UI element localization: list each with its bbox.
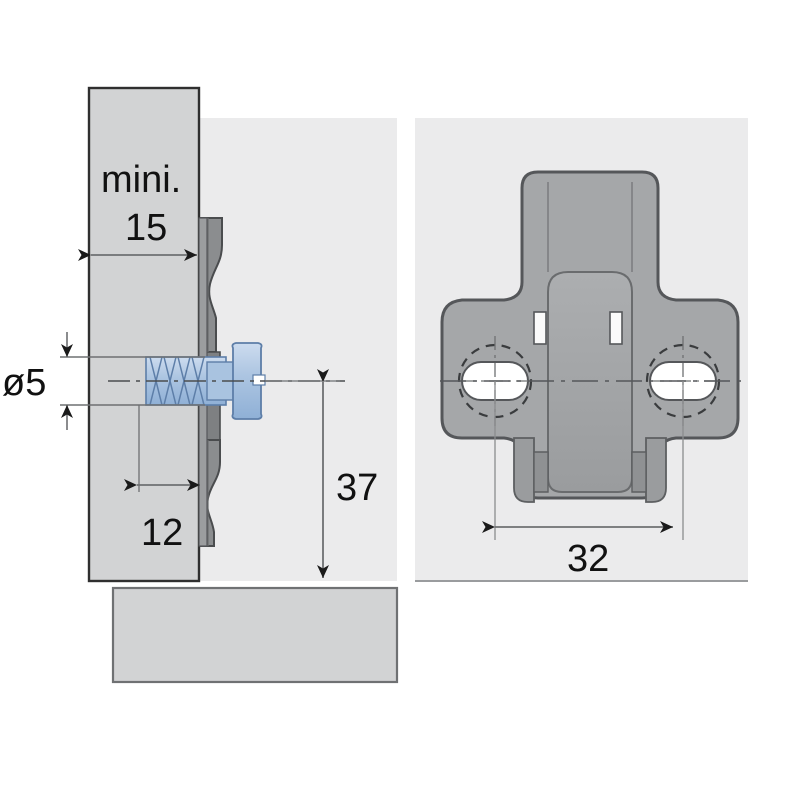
dimension-label-37: 37 — [336, 467, 378, 509]
screw-head — [231, 342, 263, 420]
dimension-label-12: 12 — [141, 512, 183, 554]
plate-window-right — [609, 311, 623, 345]
plate-center-body — [547, 271, 633, 493]
plate-leg-left — [513, 437, 535, 503]
dimension-label-32: 32 — [567, 538, 609, 580]
plate-notch-right — [631, 451, 647, 493]
side-view-backdrop — [197, 118, 397, 581]
dimension-label-dia5: ø5 — [2, 362, 46, 404]
front-view-group: 32 — [415, 118, 748, 582]
screw-slot — [252, 374, 266, 386]
dimension-label-15: 15 — [125, 207, 167, 249]
side-view-group: ø5 mini. 15 12 37 — [2, 86, 399, 684]
plate-leg-right — [645, 437, 667, 503]
dimension-label-mini: mini. — [101, 159, 181, 201]
plate-notch-left — [533, 451, 549, 493]
plate-window-left — [533, 311, 547, 345]
cabinet-bottom-panel — [111, 586, 399, 684]
cabinet-side-panel — [87, 86, 201, 583]
